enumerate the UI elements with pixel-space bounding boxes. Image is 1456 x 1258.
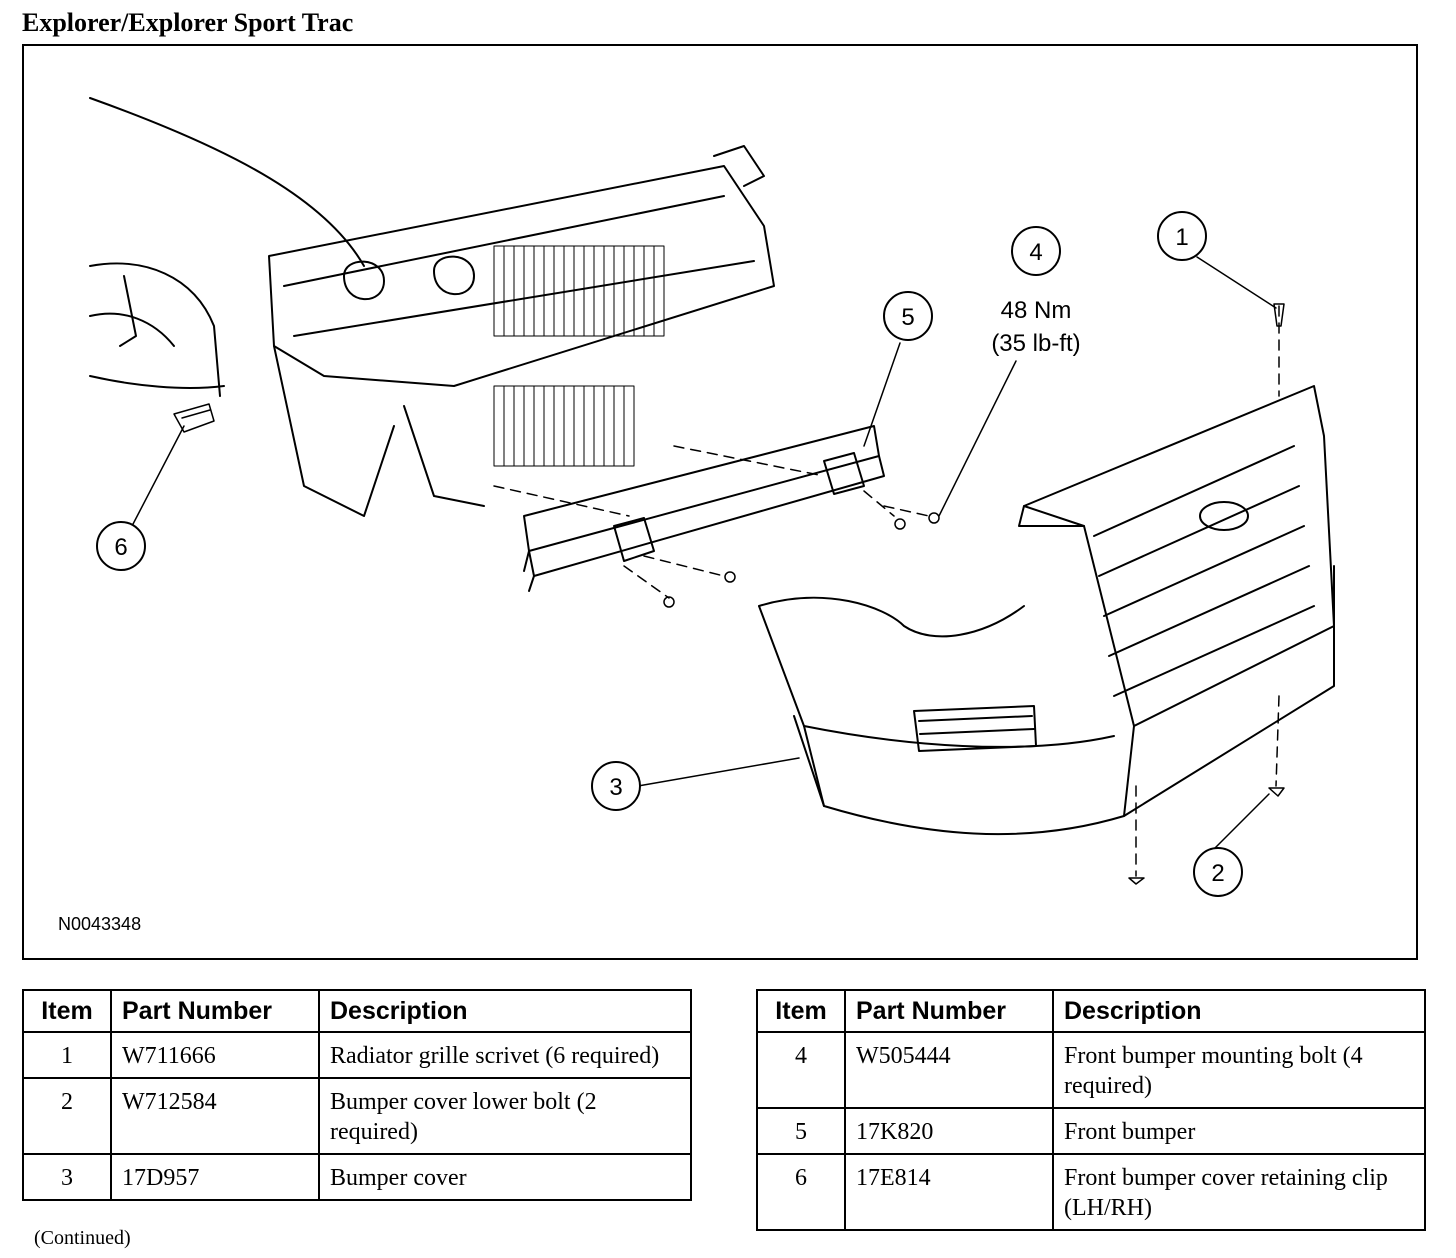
callout-leaders	[131, 256, 1277, 857]
parts-table-right: Item Part Number Description 4 W505444 F…	[756, 989, 1426, 1231]
callout-labels: 1 2 3 4 5 6 48 Nm (35 lb-ft)	[114, 224, 1224, 887]
callout-circle-5	[883, 291, 933, 341]
radiator-core	[493, 245, 665, 467]
continued-note: (Continued)	[34, 1227, 131, 1249]
header-description: Description	[1052, 989, 1426, 1033]
callout-circle-3	[591, 761, 641, 811]
header-part-number: Part Number	[844, 989, 1054, 1033]
callout-6: 6	[114, 534, 127, 561]
item-number: 2	[22, 1077, 112, 1155]
diagram-artwork: 1 2 3 4 5 6 48 Nm (35 lb-ft) N0043348	[58, 97, 1335, 934]
radiator-support	[268, 145, 775, 517]
retaining-clip	[173, 403, 215, 433]
part-number: W505444	[844, 1031, 1054, 1109]
callout-5: 5	[901, 304, 914, 331]
part-number: W711666	[110, 1031, 320, 1079]
header-description: Description	[318, 989, 692, 1033]
table-row: 1 W711666 Radiator grille scrivet (6 req…	[22, 1031, 692, 1079]
figure-id: N0043348	[58, 914, 141, 934]
header-item: Item	[22, 989, 112, 1033]
front-bumper-beam	[523, 425, 885, 592]
exploded-view-diagram: 1 2 3 4 5 6 48 Nm (35 lb-ft) N0043348	[22, 44, 1418, 960]
callout-circles	[96, 211, 1243, 897]
item-number: 5	[756, 1107, 846, 1155]
part-description: Bumper cover	[318, 1153, 692, 1201]
torque-metric: 48 Nm	[1001, 297, 1072, 324]
callout-circle-2	[1193, 847, 1243, 897]
table-row: 4 W505444 Front bumper mounting bolt (4 …	[756, 1031, 1426, 1109]
table-row: 5 17K820 Front bumper	[756, 1107, 1426, 1155]
part-description: Bumper cover lower bolt (2 required)	[318, 1077, 692, 1155]
callout-3: 3	[609, 774, 622, 801]
page-title: Explorer/Explorer Sport Trac	[22, 8, 354, 37]
header-part-number: Part Number	[110, 989, 320, 1033]
callout-circle-1	[1157, 211, 1207, 261]
callout-2: 2	[1211, 860, 1224, 887]
item-number: 6	[756, 1153, 846, 1231]
item-number: 4	[756, 1031, 846, 1109]
header-item: Item	[756, 989, 846, 1033]
part-number: 17K820	[844, 1107, 1054, 1155]
part-number: W712584	[110, 1077, 320, 1155]
table-row: 2 W712584 Bumper cover lower bolt (2 req…	[22, 1077, 692, 1155]
radiator-grille	[1018, 385, 1335, 727]
callout-1: 1	[1175, 224, 1188, 251]
part-number: 17D957	[110, 1153, 320, 1201]
callout-circle-6	[96, 521, 146, 571]
table-row: 6 17E814 Front bumper cover retaining cl…	[756, 1153, 1426, 1231]
table-header-row: Item Part Number Description	[22, 989, 692, 1033]
part-description: Radiator grille scrivet (6 required)	[318, 1031, 692, 1079]
torque-imperial: (35 lb-ft)	[991, 330, 1080, 357]
parts-table-left: Item Part Number Description 1 W711666 R…	[22, 989, 692, 1201]
callout-circle-4	[1011, 226, 1061, 276]
part-description: Front bumper	[1052, 1107, 1426, 1155]
part-description: Front bumper mounting bolt (4 required)	[1052, 1031, 1426, 1109]
bumper-cover	[758, 565, 1335, 836]
bolt-alignment-lines	[493, 305, 1280, 877]
part-description: Front bumper cover retaining clip (LH/RH…	[1052, 1153, 1426, 1231]
item-number: 3	[22, 1153, 112, 1201]
fender-outline	[89, 97, 365, 397]
part-number: 17E814	[844, 1153, 1054, 1231]
table-row: 3 17D957 Bumper cover	[22, 1153, 692, 1201]
bolt-fasteners	[663, 303, 1285, 885]
item-number: 1	[22, 1031, 112, 1079]
callout-4: 4	[1029, 239, 1042, 266]
table-header-row: Item Part Number Description	[756, 989, 1426, 1033]
